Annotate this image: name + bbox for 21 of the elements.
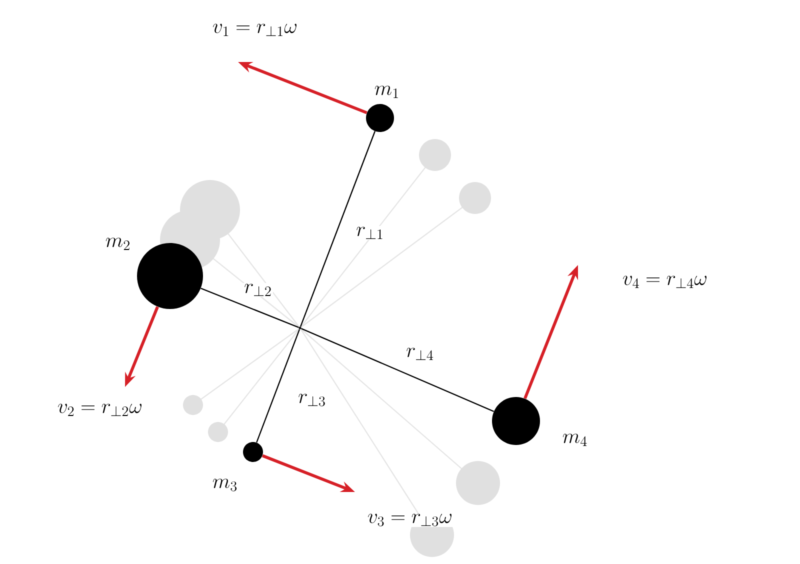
edge-label: $r_{\perp 1}$	[356, 226, 382, 239]
radius-line	[256, 329, 300, 443]
edge-label: $v_3 = r_{\perp 3}\omega$	[368, 514, 452, 526]
edge-label: $v_4 = r_{\perp 4}\omega$	[623, 276, 706, 288]
node-label: $m_2$	[106, 238, 130, 250]
edge-label: $r_{\perp 2}$	[244, 284, 271, 296]
node-label: $m_1$	[374, 86, 398, 98]
edge-label: $v_2 = r_{\perp 2}\omega$	[58, 404, 142, 416]
mass: $m_2$	[106, 238, 203, 309]
edge-label: $r_{\perp 4}$	[406, 348, 434, 360]
node-label: $m_3$	[212, 478, 237, 492]
radius-line	[301, 328, 494, 412]
radius-line	[200, 288, 299, 328]
radius-line	[300, 131, 376, 327]
edge-label: $v_1 = r_{\perp 1}\omega$	[213, 24, 296, 36]
mass: $m_4$	[492, 396, 587, 446]
mass: $m_1$	[366, 86, 398, 132]
edge-label: $r_{\perp 3}$	[298, 394, 325, 406]
pivot-point	[298, 326, 302, 330]
mass: $m_3$	[212, 442, 263, 492]
node-label: $m_4$	[562, 434, 587, 446]
